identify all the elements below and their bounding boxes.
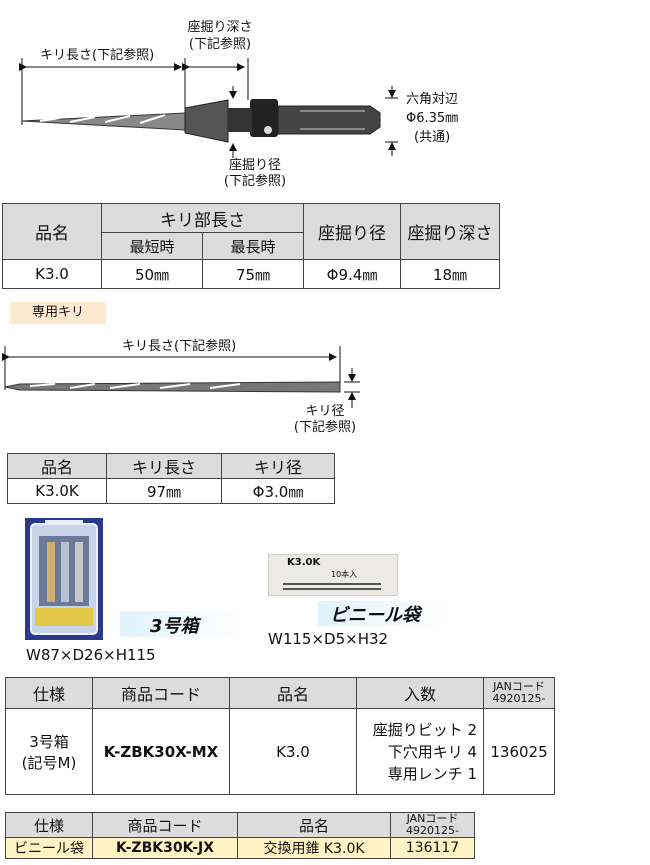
cell-spec: ビニール袋 xyxy=(5,837,93,859)
box-dims: W87×D26×H115 xyxy=(26,646,156,664)
col-name: 品名 xyxy=(237,812,391,838)
bag-drill-line-2 xyxy=(283,588,381,590)
col-name: 品名 xyxy=(7,453,107,479)
col-max: 最長時 xyxy=(202,232,304,260)
cell-code: K-ZBK30X-MX xyxy=(92,708,230,795)
col-code: 商品コード xyxy=(92,677,230,709)
col-jan: JANコード 4920125- xyxy=(390,812,475,838)
col-jan-prefix: 4920125- xyxy=(406,824,459,837)
col-min: 最短時 xyxy=(101,232,203,260)
cell-qty-line2: 下穴用キリ 4 xyxy=(387,742,477,761)
col-name: 品名 xyxy=(229,677,357,709)
bag-caption-bg xyxy=(318,601,446,626)
col-jan-label: JANコード xyxy=(406,812,459,825)
countersink-bit-diagram xyxy=(19,58,398,158)
col-diameter: キリ径 xyxy=(221,453,335,479)
cell-diameter: Φ3.0㎜ xyxy=(221,478,335,504)
cell-name: 交換用錐 K3.0K xyxy=(237,837,391,859)
bit-length-label: キリ長さ(下記参照) xyxy=(40,48,155,63)
cell-jan: 136025 xyxy=(483,708,555,795)
hex-label: 六角対辺 xyxy=(406,92,459,107)
drill-bit-diagram xyxy=(2,346,360,408)
col-code: 商品コード xyxy=(92,812,238,838)
countersink-depth-label: 座掘り深さ xyxy=(187,20,253,35)
col-spec: 仕様 xyxy=(5,677,93,709)
cell-min: 50㎜ xyxy=(101,259,203,289)
bag-dims: W115×D5×H32 xyxy=(268,630,389,648)
cell-name: K3.0 xyxy=(229,708,357,795)
col-jan-label: JANコード xyxy=(493,680,545,693)
cell-length: 97㎜ xyxy=(106,478,222,504)
product-table-bag: 仕様 商品コード 品名 JANコード 4920125- ビニール袋 K-ZBK3… xyxy=(5,812,475,859)
col-jan: JANコード 4920125- xyxy=(483,677,555,709)
col-name: 品名 xyxy=(2,203,102,260)
cell-jan: 136117 xyxy=(390,837,475,859)
cell-qty-line3: 専用レンチ 1 xyxy=(387,764,477,783)
col-spec: 仕様 xyxy=(5,812,93,838)
box-package-image xyxy=(25,518,103,640)
bag-label-text: K3.0K xyxy=(287,557,321,568)
col-jan-prefix: 4920125- xyxy=(492,692,546,705)
drill-diameter-label: キリ径 xyxy=(305,404,345,419)
countersink-diameter-note: (下記参照) xyxy=(223,174,287,189)
cell-spec: 3号箱 (記号M) xyxy=(5,708,93,795)
cell-diameter: Φ9.4㎜ xyxy=(303,259,401,289)
product-table-box: 仕様 商品コード 品名 入数 JANコード 4920125- 3号箱 (記号M)… xyxy=(5,677,555,795)
drill-spec-table: 品名 キリ長さ キリ径 K3.0K 97㎜ Φ3.0㎜ xyxy=(7,453,335,504)
cell-spec-line1: 3号箱 xyxy=(29,732,69,751)
col-length: キリ部長さ xyxy=(101,203,304,233)
box-caption: 3号箱 xyxy=(150,616,199,637)
cell-depth: 18㎜ xyxy=(400,259,500,289)
drill-diameter-note: (下記参照) xyxy=(293,420,357,435)
bit-spec-table: 品名 キリ部長さ 座掘り径 座掘り深さ 最短時 最長時 K3.0 50㎜ 75㎜… xyxy=(2,203,500,289)
drill-length-label: キリ長さ(下記参照) xyxy=(122,339,237,354)
bag-drill-line xyxy=(283,583,381,585)
bag-count-text: 10本入 xyxy=(331,570,358,579)
bag-package-image: K3.0K 10本入 xyxy=(268,554,398,596)
cell-code: K-ZBK30K-JX xyxy=(92,837,238,859)
bag-caption: ビニール袋 xyxy=(330,605,420,626)
cell-spec-line2: (記号M) xyxy=(21,753,77,772)
col-depth: 座掘り深さ xyxy=(400,203,500,260)
cell-qty: 座掘りビット 2 下穴用キリ 4 専用レンチ 1 xyxy=(356,708,484,795)
hex-common-note: (共通) xyxy=(414,130,451,145)
hex-size: Φ6.35㎜ xyxy=(406,111,459,126)
col-qty: 入数 xyxy=(356,677,484,709)
cell-name: K3.0 xyxy=(2,259,102,289)
cell-qty-line1: 座掘りビット 2 xyxy=(372,720,477,739)
box-caption-bg xyxy=(120,611,238,637)
countersink-diameter-label: 座掘り径 xyxy=(228,158,281,173)
col-diameter: 座掘り径 xyxy=(303,203,401,260)
countersink-depth-note: (下記参照) xyxy=(188,37,252,52)
col-length: キリ長さ xyxy=(106,453,222,479)
cell-max: 75㎜ xyxy=(202,259,304,289)
cell-name: K3.0K xyxy=(7,478,107,504)
section-tag: 専用キリ xyxy=(10,302,106,324)
